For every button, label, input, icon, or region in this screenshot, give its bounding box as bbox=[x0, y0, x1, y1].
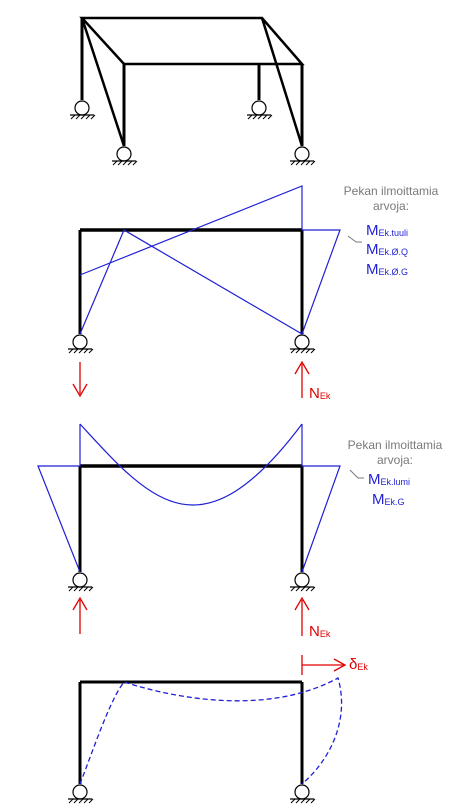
brace-right bbox=[260, 17, 304, 147]
moment-label-g: MEk.Ø.G bbox=[366, 261, 408, 278]
panel-3d-frame bbox=[69, 16, 316, 166]
axial-force-label: NEk bbox=[309, 385, 331, 402]
deflection-label: δEk bbox=[349, 656, 368, 673]
moment-label-snow: MEk.lumi bbox=[368, 471, 410, 488]
pin-support bbox=[67, 784, 94, 804]
pin-support bbox=[69, 100, 96, 120]
note-line2: arvoja: bbox=[377, 453, 413, 467]
moment-label-q: MEk.Ø.Q bbox=[366, 241, 408, 258]
pin-support bbox=[289, 784, 316, 804]
moment-diagram-span bbox=[79, 423, 303, 506]
moment-label-wind: MEk.tuuli bbox=[366, 222, 408, 239]
note-line1: Pekan ilmoittamia bbox=[348, 438, 443, 452]
pin-support bbox=[111, 146, 138, 166]
note-line2: arvoja: bbox=[373, 199, 409, 213]
panel-wind-moment: Pekan ilmoittamia arvoja: MEk.tuuli MEk.… bbox=[67, 184, 439, 402]
moment-label-g: MEk.G bbox=[372, 491, 405, 508]
note-leader bbox=[347, 235, 362, 243]
brace-left bbox=[80, 17, 126, 147]
moment-diagram-right bbox=[301, 424, 341, 573]
pin-support bbox=[246, 100, 273, 120]
panel-snow-moment: Pekan ilmoittamia arvoja: MEk.lumi MEk.G… bbox=[37, 423, 443, 640]
moment-diagram-left bbox=[37, 424, 81, 573]
deflected-shape bbox=[79, 677, 343, 785]
moment-diagram-wind bbox=[79, 185, 341, 335]
panel-deflection: δEk bbox=[67, 655, 368, 804]
note-leader bbox=[349, 469, 364, 479]
pin-support bbox=[289, 146, 316, 166]
note-line1: Pekan ilmoittamia bbox=[344, 184, 439, 198]
axial-force-label: NEk bbox=[309, 623, 331, 640]
pin-support bbox=[67, 572, 94, 592]
pin-support bbox=[289, 572, 316, 592]
pin-support bbox=[67, 334, 94, 354]
pin-support bbox=[289, 334, 316, 354]
